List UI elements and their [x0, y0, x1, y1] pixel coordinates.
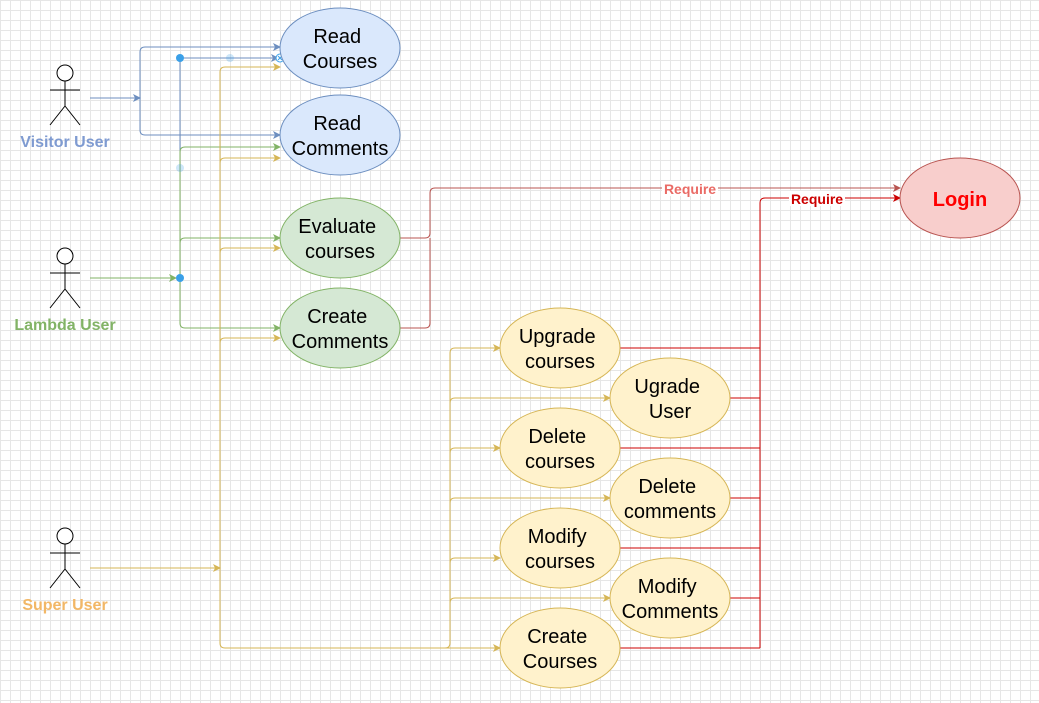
- edge-super-read-comments[interactable]: [219, 154, 281, 164]
- usecase-create-courses[interactable]: Create Courses: [499, 607, 621, 689]
- usecase-delete-comments-label: Delete comments: [624, 476, 716, 523]
- visitor-edges: [90, 43, 281, 278]
- stick-figure-icon: [49, 247, 81, 309]
- usecase-upgrade-user[interactable]: Ugrade User: [609, 357, 731, 439]
- edge-super-modify-courses[interactable]: [449, 554, 501, 564]
- require-label-2[interactable]: Require: [789, 191, 845, 207]
- edge-super-delete-courses[interactable]: [449, 444, 501, 454]
- edge-super-delete-comments[interactable]: [449, 494, 611, 504]
- usecase-upgrade-courses[interactable]: Upgrade courses: [499, 307, 621, 389]
- usecase-modify-comments-label: Modify Comments: [622, 576, 719, 623]
- usecase-modify-comments[interactable]: Modify Comments: [609, 557, 731, 639]
- junction-dot-top[interactable]: [176, 54, 184, 62]
- edge-super-trunk[interactable]: [219, 63, 281, 643]
- edge-visitor-read-comments[interactable]: [139, 98, 281, 139]
- edge-super-evaluate[interactable]: [219, 244, 281, 254]
- edge-super-upgrade-user[interactable]: [449, 394, 611, 404]
- actor-super-label: Super User: [22, 597, 107, 614]
- edge-lambda-evaluate[interactable]: [179, 234, 281, 278]
- usecase-read-comments[interactable]: Read Comments: [279, 94, 401, 176]
- require-label-1-text: Require: [664, 181, 716, 197]
- super-edges: [90, 63, 611, 652]
- junction-dot-lambda[interactable]: [176, 274, 184, 282]
- edge-require-create-comments[interactable]: [400, 238, 431, 329]
- require-edges-2: [620, 194, 901, 649]
- junction-dot-faint-1[interactable]: [226, 54, 234, 62]
- usecase-read-comments-label: Read Comments: [292, 113, 389, 160]
- usecase-evaluate-courses[interactable]: Evaluate courses: [279, 197, 401, 279]
- stick-figure-icon: [49, 527, 81, 589]
- stick-figure-icon: [49, 64, 81, 126]
- edge-super-modify-comments[interactable]: [449, 594, 611, 604]
- edge-require-evaluate[interactable]: [400, 184, 901, 239]
- lambda-edges: [90, 143, 281, 332]
- require-label-2-text: Require: [791, 191, 843, 207]
- edge-visitor-read-courses[interactable]: [139, 43, 281, 98]
- usecase-create-courses-label: Create Courses: [523, 626, 597, 673]
- usecase-login-label: Login: [933, 189, 987, 211]
- usecase-modify-courses[interactable]: Modify courses: [499, 507, 621, 589]
- usecase-modify-courses-label: Modify courses: [525, 526, 595, 573]
- actor-visitor[interactable]: Visitor User: [20, 64, 110, 151]
- edge-lambda-read-comments[interactable]: [179, 143, 281, 278]
- actor-super[interactable]: Super User: [22, 527, 108, 614]
- usecase-delete-courses[interactable]: Delete courses: [499, 407, 621, 489]
- junction-dot-faint-2[interactable]: [176, 164, 184, 172]
- usecase-create-comments[interactable]: Create Comments: [279, 287, 401, 369]
- actor-visitor-label: Visitor User: [20, 134, 110, 151]
- edge-super-create-comments[interactable]: [219, 334, 281, 344]
- usecase-delete-comments[interactable]: Delete comments: [609, 457, 731, 539]
- edge-lambda-create-comments[interactable]: [179, 278, 281, 332]
- usecase-login[interactable]: Login: [899, 157, 1021, 239]
- edge-super-bottom[interactable]: [219, 642, 501, 652]
- usecase-read-courses-label: Read Courses: [303, 26, 377, 73]
- usecase-create-comments-label: Create Comments: [292, 306, 389, 353]
- usecase-upgrade-courses-label: Upgrade courses: [519, 326, 601, 373]
- actor-lambda[interactable]: Lambda User: [14, 247, 116, 334]
- usecase-upgrade-user-label: Ugrade User: [634, 376, 705, 423]
- edge-require-main[interactable]: [759, 194, 901, 648]
- require-edges-1: [400, 184, 901, 329]
- actor-lambda-label: Lambda User: [14, 317, 115, 334]
- usecase-read-courses[interactable]: Read Courses: [279, 7, 401, 89]
- edge-super-trunk2[interactable]: [444, 344, 501, 649]
- require-label-1[interactable]: Require: [662, 181, 718, 197]
- usecase-delete-courses-label: Delete courses: [525, 426, 595, 473]
- usecase-evaluate-courses-label: Evaluate courses: [298, 216, 381, 263]
